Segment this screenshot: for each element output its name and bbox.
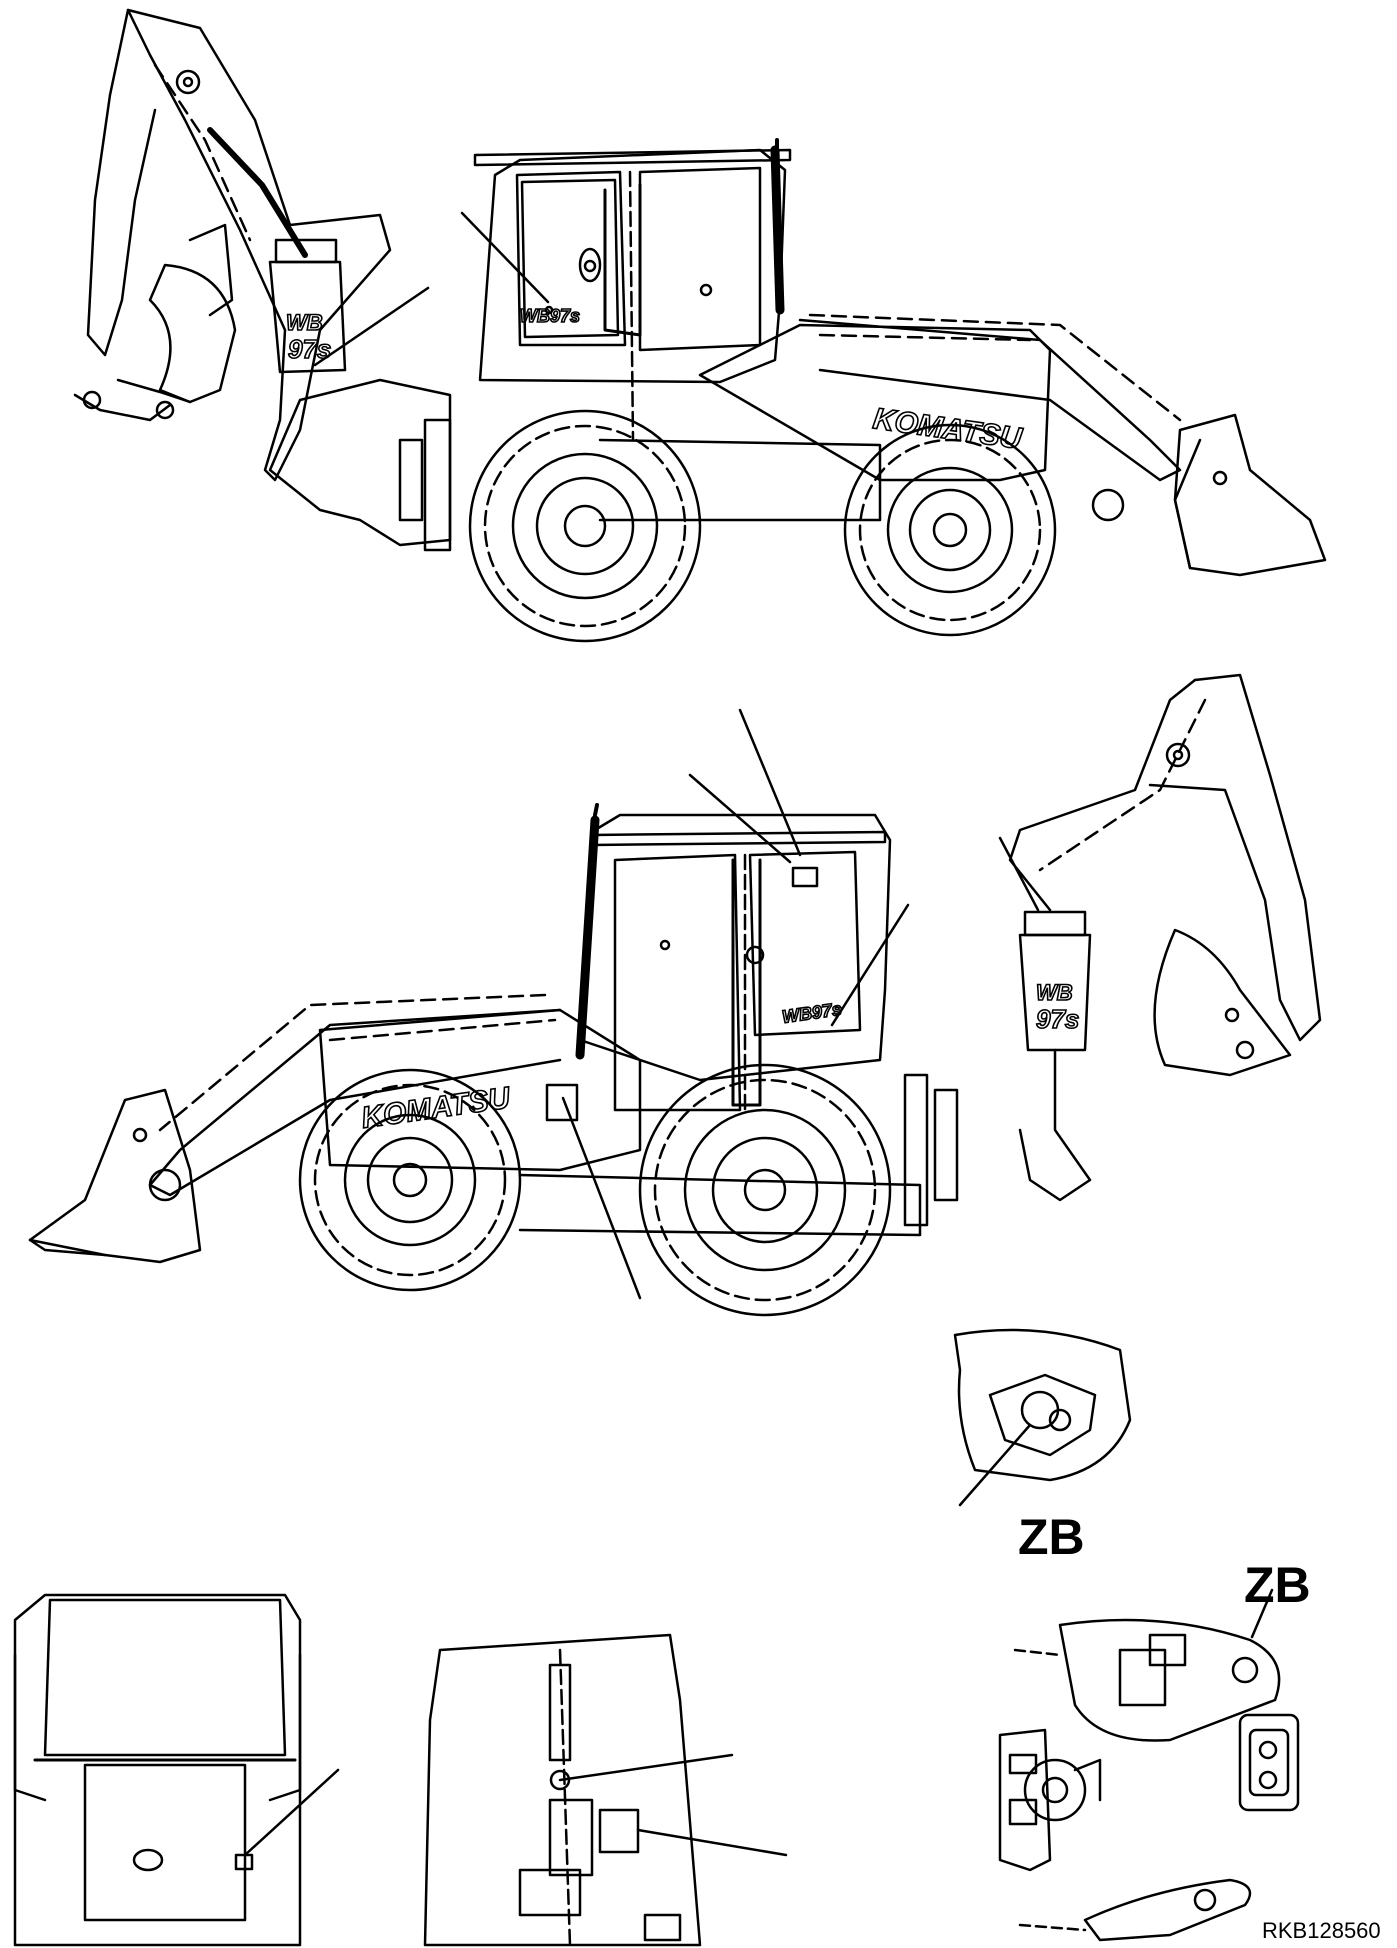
cab-front-view bbox=[13, 1593, 340, 1947]
model-logo-boom-left-2: 97s bbox=[288, 334, 331, 364]
backhoe-left-view bbox=[73, 8, 1327, 643]
detail-zb-lower bbox=[998, 1588, 1300, 1942]
detail-label-zb-lower: ZB bbox=[1018, 1509, 1085, 1565]
model-logo-cab-left: WB97s bbox=[520, 306, 580, 326]
drawing-code: RKB128560 bbox=[1262, 1918, 1381, 1943]
model-logo-boom-left: WB bbox=[286, 310, 323, 335]
detail-label-zb-upper: ZB bbox=[1244, 1557, 1311, 1613]
detail-zb-upper bbox=[953, 1328, 1132, 1507]
backhoe-right-view bbox=[28, 673, 1322, 1317]
komatsu-logo-left: KOMATSU bbox=[871, 402, 1025, 456]
model-logo-boom-right-2: 97s bbox=[1036, 1004, 1079, 1034]
model-logo-boom-right: WB bbox=[1036, 980, 1073, 1005]
cab-interior-view bbox=[423, 1633, 788, 1947]
